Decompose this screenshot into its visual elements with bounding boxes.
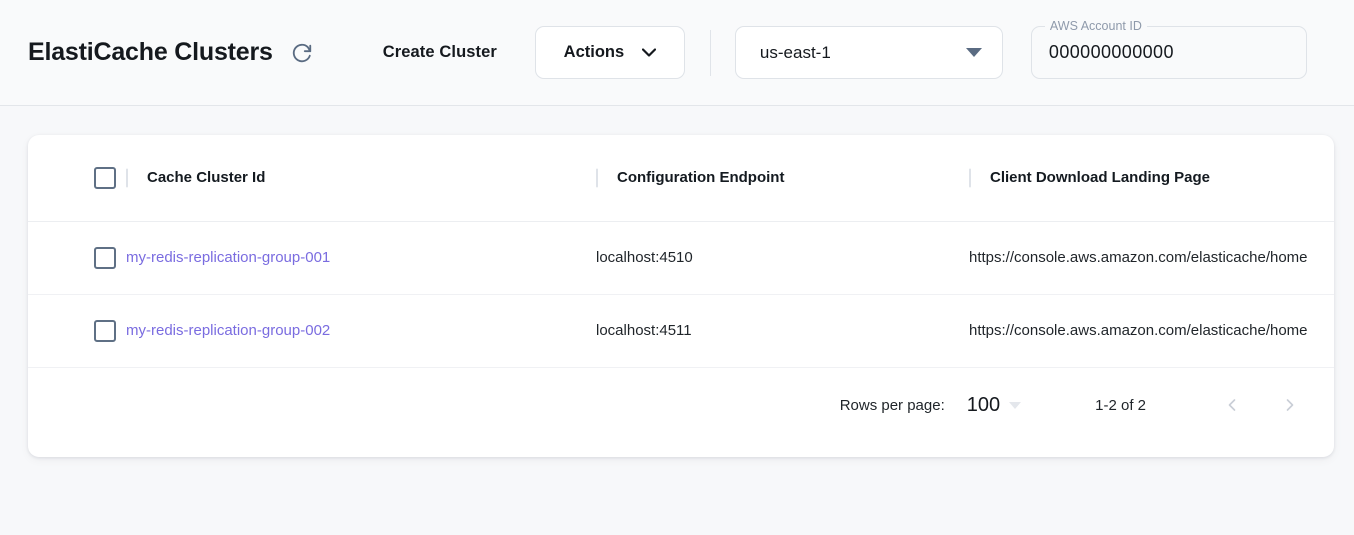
row-select-cell — [28, 221, 126, 295]
app-header: ElastiCache Clusters Create Cluster Acti… — [0, 0, 1354, 106]
rows-per-page-label: Rows per page: — [839, 396, 945, 414]
config-endpoint-value: localhost:4511 — [596, 322, 692, 339]
pagination-range-label: 1-2 of 2 — [1095, 396, 1146, 414]
refresh-icon — [291, 42, 313, 64]
aws-account-id-label: AWS Account ID — [1044, 18, 1147, 34]
aws-account-id-field[interactable]: AWS Account ID 000000000000 — [1030, 18, 1307, 79]
table-row[interactable]: my-redis-replication-group-001 localhost… — [28, 221, 1334, 295]
table-row[interactable]: my-redis-replication-group-002 localhost… — [28, 294, 1334, 368]
table-header: Cache Cluster Id Configuration Endpoint … — [28, 135, 1334, 222]
row-checkbox[interactable] — [94, 319, 116, 342]
header-cell-download-page[interactable]: Client Download Landing Page — [969, 135, 1334, 222]
region-select[interactable]: us-east-1 — [734, 26, 1003, 79]
header-label-cluster-id: Cache Cluster Id — [126, 169, 596, 186]
rows-per-page-select[interactable]: 100 — [966, 393, 1022, 417]
region-select-value: us-east-1 — [759, 42, 831, 62]
cell-cluster-id: my-redis-replication-group-002 — [126, 294, 596, 368]
actions-button-label: Actions — [563, 43, 625, 61]
cell-download-page: https://console.aws.amazon.com/elasticac… — [969, 221, 1334, 295]
config-endpoint-value: localhost:4510 — [596, 249, 693, 266]
rows-per-page-value: 100 — [966, 393, 1001, 416]
next-page-button[interactable] — [1270, 385, 1310, 425]
cell-cluster-id: my-redis-replication-group-001 — [126, 221, 596, 295]
header-divider — [709, 29, 711, 76]
header-label-download-page: Client Download Landing Page — [969, 169, 1334, 186]
caret-down-icon — [1009, 401, 1022, 409]
triangle-down-icon — [965, 48, 982, 57]
table-header-row: Cache Cluster Id Configuration Endpoint … — [28, 135, 1334, 222]
aws-account-id-value: 000000000000 — [1048, 42, 1174, 62]
refresh-button[interactable] — [287, 38, 317, 68]
cell-config-endpoint: localhost:4510 — [596, 221, 969, 295]
cluster-id-link[interactable]: my-redis-replication-group-001 — [126, 249, 331, 266]
chevron-down-icon — [642, 48, 657, 57]
row-select-cell — [28, 294, 126, 368]
clusters-table: Cache Cluster Id Configuration Endpoint … — [28, 135, 1334, 368]
header-cell-cluster-id[interactable]: Cache Cluster Id — [126, 135, 596, 222]
row-checkbox[interactable] — [94, 246, 116, 269]
cell-config-endpoint: localhost:4511 — [596, 294, 969, 368]
download-page-url: https://console.aws.amazon.com/elasticac… — [969, 249, 1308, 266]
header-cell-config-endpoint[interactable]: Configuration Endpoint — [596, 135, 969, 222]
create-cluster-button[interactable]: Create Cluster — [379, 37, 501, 68]
cluster-id-link[interactable]: my-redis-replication-group-002 — [126, 322, 331, 339]
table-body: my-redis-replication-group-001 localhost… — [28, 221, 1334, 368]
cell-download-page: https://console.aws.amazon.com/elasticac… — [969, 294, 1334, 368]
select-all-header-cell — [28, 135, 126, 222]
chevron-right-icon — [1280, 395, 1300, 415]
chevron-left-icon — [1222, 395, 1242, 415]
header-label-config-endpoint: Configuration Endpoint — [596, 169, 969, 186]
select-all-checkbox[interactable] — [94, 166, 116, 189]
table-pagination: Rows per page: 100 1-2 of 2 — [28, 368, 1334, 443]
clusters-card: Cache Cluster Id Configuration Endpoint … — [28, 135, 1334, 457]
previous-page-button[interactable] — [1212, 385, 1252, 425]
page-title: ElastiCache Clusters — [28, 38, 273, 66]
actions-button[interactable]: Actions — [534, 26, 685, 79]
download-page-url: https://console.aws.amazon.com/elasticac… — [969, 322, 1308, 339]
